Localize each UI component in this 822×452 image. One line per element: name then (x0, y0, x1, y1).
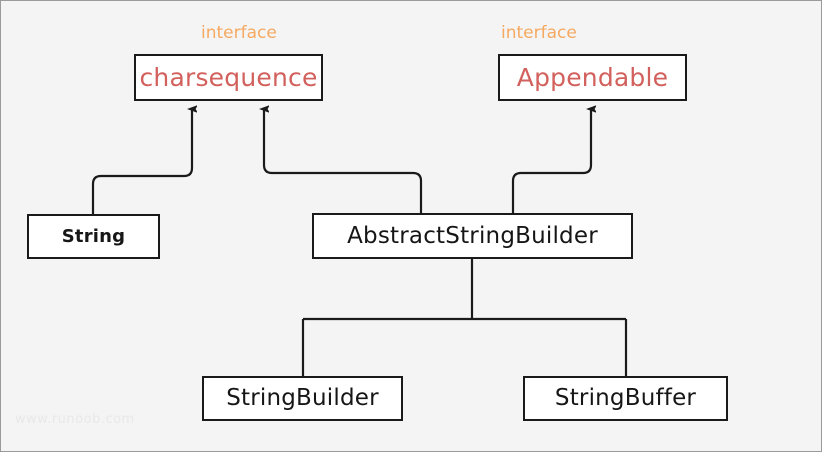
node-charsequence-label: charsequence (139, 63, 318, 92)
stereotype-label-appendable: interface (501, 23, 577, 43)
node-appendable-label: Appendable (516, 63, 669, 92)
edge-abstractstringbuilder-implements-appendable (511, 109, 591, 213)
node-stringbuilder-label: StringBuilder (226, 385, 379, 411)
edge-string-implements-charsequence (91, 109, 192, 214)
node-stringbuffer[interactable]: StringBuffer (523, 376, 728, 421)
edge-group (91, 109, 628, 376)
node-stringbuffer-label: StringBuffer (554, 385, 697, 411)
node-charsequence[interactable]: charsequence (134, 54, 323, 101)
site-watermark: www.runoob.com (15, 412, 135, 427)
node-stringbuilder[interactable]: StringBuilder (202, 376, 403, 421)
node-abstractstringbuilder[interactable]: AbstractStringBuilder (312, 213, 633, 259)
node-abstractstringbuilder-label: AbstractStringBuilder (347, 222, 598, 249)
node-string-label: String (61, 225, 126, 247)
node-string[interactable]: String (27, 214, 160, 259)
edge-abstractstringbuilder-implements-charsequence (264, 109, 423, 213)
node-appendable[interactable]: Appendable (498, 54, 687, 101)
stereotype-label-charsequence: interface (201, 23, 277, 43)
